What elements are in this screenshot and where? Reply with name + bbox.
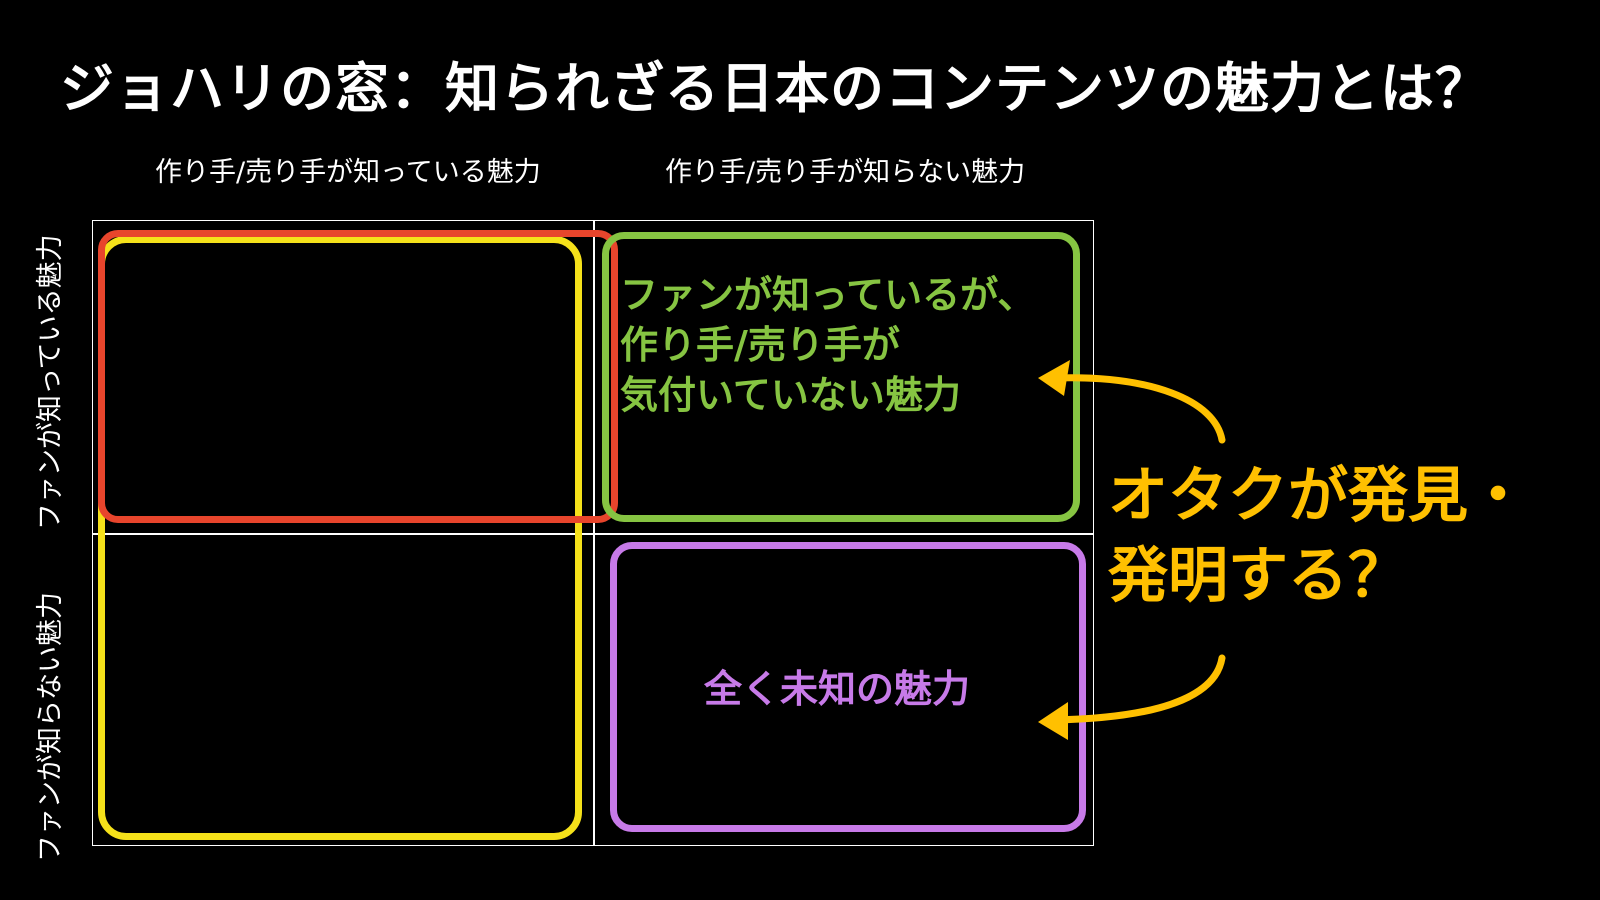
hidden-appeal-line-3: 気付いていない魅力	[620, 373, 961, 417]
grid-horizontal-divider	[93, 533, 1093, 535]
hidden-appeal-line-2: 作り手/売り手が	[620, 323, 900, 367]
slide-title: ジョハリの窓：知られざる日本のコンテンツの魅力とは？	[60, 57, 1490, 120]
hidden-appeal-line-1: ファンが知っているが、	[620, 273, 1036, 317]
column-header-known-by-creators: 作り手/売り手が知っている魅力	[155, 157, 541, 188]
unknown-appeal-label: 全く未知の魅力	[704, 667, 971, 711]
otaku-callout-line-1: オタクが発見・	[1108, 461, 1528, 531]
row-header-unknown-by-fans: ファンが知らない魅力	[35, 592, 66, 862]
otaku-callout: オタクが発見・ 発明する？	[1108, 456, 1528, 616]
creators-known-highlight-box	[98, 236, 582, 840]
johari-grid	[92, 220, 1094, 846]
row-header-known-by-fans: ファンが知っている魅力	[35, 234, 66, 530]
otaku-callout-line-2: 発明する？	[1108, 541, 1408, 611]
fans-known-highlight-box	[98, 230, 618, 523]
column-header-unknown-by-creators: 作り手/売り手が知らない魅力	[665, 157, 1026, 188]
hidden-appeal-label: ファンが知っているが、 作り手/売り手が 気付いていない魅力	[620, 270, 1035, 420]
